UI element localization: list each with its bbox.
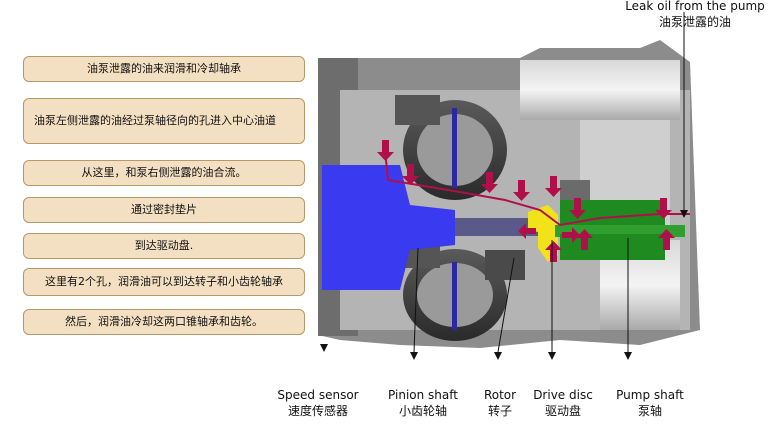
pinion-shaft-label: Pinion shaft 小齿轮轴 — [378, 387, 468, 419]
pinion-shaft-label-cn: 小齿轮轴 — [398, 404, 447, 418]
note-3-text: 从这里，和泵右侧泄露的油合流。 — [81, 166, 247, 179]
drive-disc-label-cn: 驱动盘 — [544, 404, 581, 418]
drive-disc-label-en: Drive disc — [533, 388, 593, 402]
drive-disc-label: Drive disc 驱动盘 — [527, 387, 599, 419]
note-7-text: 然后，润滑油冷却这两口锥轴承和齿轮。 — [65, 315, 263, 328]
pump-shaft-label-en: Pump shaft — [616, 388, 684, 402]
rotor-label: Rotor 转子 — [475, 387, 525, 419]
note-4: 通过密封垫片 — [23, 197, 305, 223]
leak-oil-label-en: Leak oil from the pump — [625, 0, 765, 13]
leader-arrowheads — [320, 210, 688, 360]
oil-flow-arrows — [377, 140, 675, 262]
rotor-label-en: Rotor — [483, 388, 517, 402]
note-5: 到达驱动盘. — [23, 233, 305, 259]
note-5-text: 到达驱动盘. — [134, 239, 194, 252]
pump-shaft-label: Pump shaft 泵轴 — [608, 387, 692, 419]
leak-oil-label: Leak oil from the pump 油泵泄露的油 — [615, 0, 775, 30]
pinion-shaft-label-en: Pinion shaft — [388, 388, 458, 402]
note-6: 这里有2个孔，润滑油可以到达转子和小齿轮轴承 — [23, 268, 305, 296]
note-1: 油泵泄露的油来润滑和冷却轴承 — [23, 56, 305, 82]
note-2: 油泵左侧泄露的油经过泵轴径向的孔进入中心油道 — [23, 98, 305, 144]
rotor-label-cn: 转子 — [487, 404, 512, 418]
leader-lines — [413, 12, 685, 353]
lower-gear — [403, 249, 507, 341]
note-2-text: 油泵左侧泄露的油经过泵轴径向的孔进入中心油道 — [34, 114, 276, 127]
speed-sensor-label-en: Speed sensor — [277, 388, 359, 402]
note-6-text: 这里有2个孔，润滑油可以到达转子和小齿轮轴承 — [45, 275, 283, 288]
speed-sensor-label: Speed sensor 速度传感器 — [268, 387, 368, 419]
oil-path-line — [384, 149, 690, 227]
note-1-text: 油泵泄露的油来润滑和冷却轴承 — [87, 62, 241, 75]
speed-sensor-label-cn: 速度传感器 — [287, 404, 348, 418]
note-7: 然后，润滑油冷却这两口锥轴承和齿轮。 — [23, 309, 305, 335]
leak-oil-label-cn: 油泵泄露的油 — [658, 15, 731, 29]
note-4-text: 通过密封垫片 — [131, 203, 197, 216]
pump-shaft-label-cn: 泵轴 — [637, 404, 662, 418]
note-3: 从这里，和泵右侧泄露的油合流。 — [23, 160, 305, 186]
